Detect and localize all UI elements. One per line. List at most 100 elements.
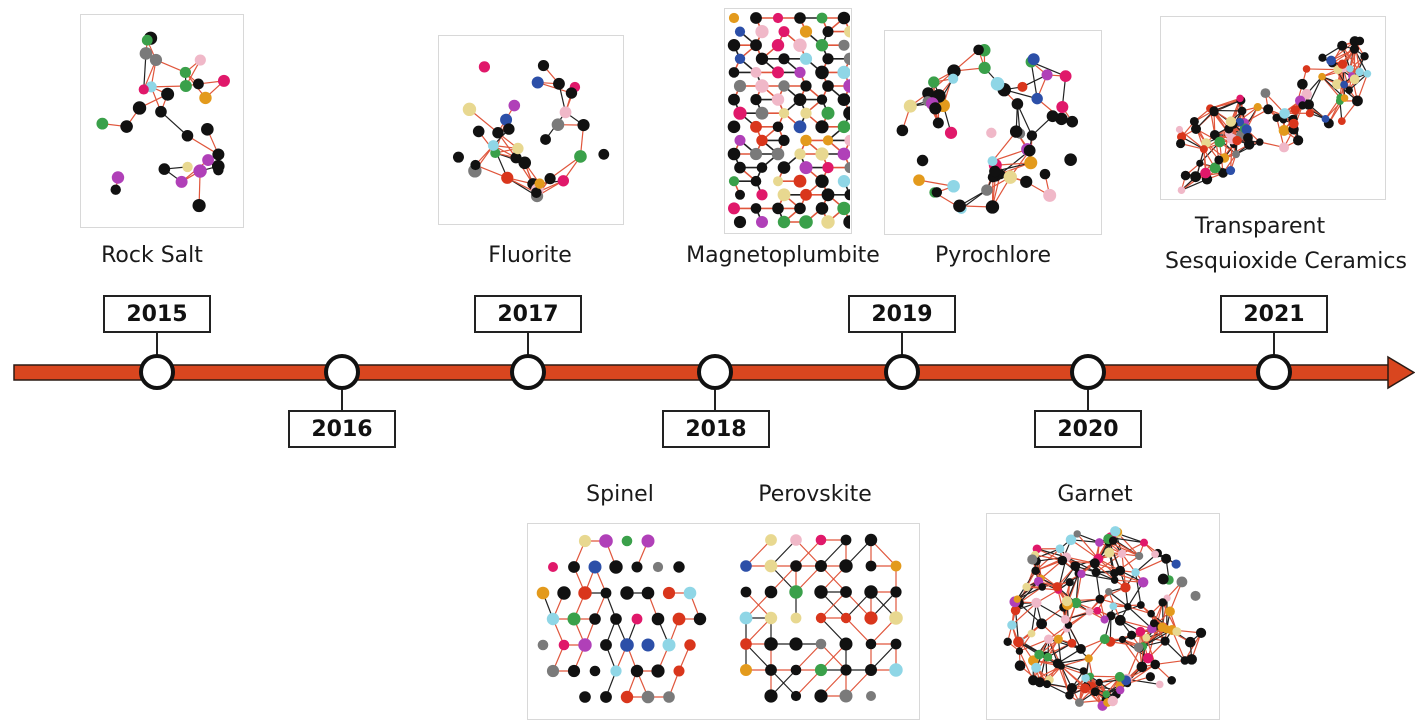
atom <box>1116 685 1125 695</box>
atom <box>778 26 790 38</box>
atom <box>1036 618 1048 630</box>
atom <box>1195 627 1207 638</box>
atom <box>1067 638 1077 648</box>
atom <box>1260 88 1271 99</box>
node-2016 <box>324 354 360 390</box>
atom <box>734 161 746 174</box>
atom <box>1236 94 1244 103</box>
bond <box>1126 648 1141 680</box>
atom <box>1318 53 1327 62</box>
atom <box>728 202 740 215</box>
label-garnet: Garnet <box>1057 482 1133 507</box>
atom <box>651 612 665 626</box>
bond <box>870 643 897 671</box>
bond <box>160 111 188 137</box>
atom <box>865 664 877 676</box>
atom <box>822 162 834 174</box>
atom <box>567 664 581 678</box>
transparent-sesquioxide-structure <box>1175 36 1372 195</box>
atom <box>1102 690 1110 698</box>
atom <box>740 560 752 572</box>
atom <box>158 163 171 175</box>
atom <box>1191 124 1202 135</box>
atom <box>557 586 571 600</box>
atom <box>579 691 591 703</box>
atom <box>1214 136 1226 148</box>
atom <box>537 639 549 651</box>
atom <box>1074 698 1084 707</box>
atom <box>1084 654 1093 663</box>
atom <box>1301 88 1312 100</box>
atom <box>1090 687 1100 697</box>
atom <box>652 561 664 573</box>
atom <box>864 585 878 599</box>
atom <box>903 99 917 113</box>
atom <box>1077 569 1086 579</box>
atom <box>1171 559 1181 569</box>
atom <box>1293 135 1304 146</box>
atom <box>756 134 768 147</box>
bond <box>1036 602 1066 620</box>
atom <box>740 638 752 650</box>
node-2021 <box>1256 354 1292 390</box>
atom <box>778 108 790 119</box>
atom <box>773 176 783 187</box>
atom <box>755 79 769 93</box>
atom <box>1017 81 1028 92</box>
atom <box>865 560 877 572</box>
atom <box>1209 106 1219 115</box>
atom <box>814 689 828 703</box>
atom <box>1106 611 1116 621</box>
atom <box>213 164 224 176</box>
atom <box>1151 550 1159 559</box>
atom <box>1155 680 1164 689</box>
atom <box>610 613 622 625</box>
atom <box>487 140 499 151</box>
atom <box>1225 116 1237 127</box>
atom <box>462 102 477 117</box>
year-box-2020: 2020 <box>1034 410 1142 448</box>
atom <box>928 76 940 88</box>
atom <box>1026 130 1038 141</box>
atom <box>1232 150 1240 159</box>
atom <box>1263 104 1274 115</box>
atom <box>1189 116 1199 126</box>
atom <box>844 189 850 201</box>
bond <box>1108 591 1129 608</box>
atom <box>815 202 829 215</box>
atom <box>1355 36 1365 46</box>
atom <box>790 612 802 624</box>
atom <box>816 94 828 105</box>
atom <box>800 107 812 119</box>
atom <box>1176 576 1188 588</box>
atom <box>531 187 542 198</box>
bond <box>1019 638 1049 652</box>
bond <box>1070 539 1099 560</box>
atom <box>673 561 685 573</box>
atom <box>1114 614 1126 626</box>
bond <box>1011 602 1037 626</box>
atom <box>890 560 902 572</box>
atom <box>1147 609 1155 618</box>
atom <box>837 65 850 79</box>
atom <box>620 586 634 600</box>
atom <box>1136 661 1148 673</box>
atom <box>890 586 902 598</box>
atom <box>1120 582 1131 593</box>
atom <box>822 53 834 65</box>
atom <box>600 639 612 651</box>
atom <box>740 664 752 676</box>
atom <box>1337 40 1348 51</box>
atom <box>684 639 696 651</box>
atom <box>1003 637 1012 646</box>
bond <box>845 617 872 645</box>
atom <box>793 120 807 134</box>
atom <box>981 184 993 196</box>
atom <box>837 93 850 106</box>
atom <box>1031 566 1040 576</box>
bond <box>1117 533 1140 557</box>
atom <box>1085 607 1094 616</box>
atom <box>794 202 806 215</box>
atom <box>896 124 909 137</box>
atom <box>578 638 592 652</box>
